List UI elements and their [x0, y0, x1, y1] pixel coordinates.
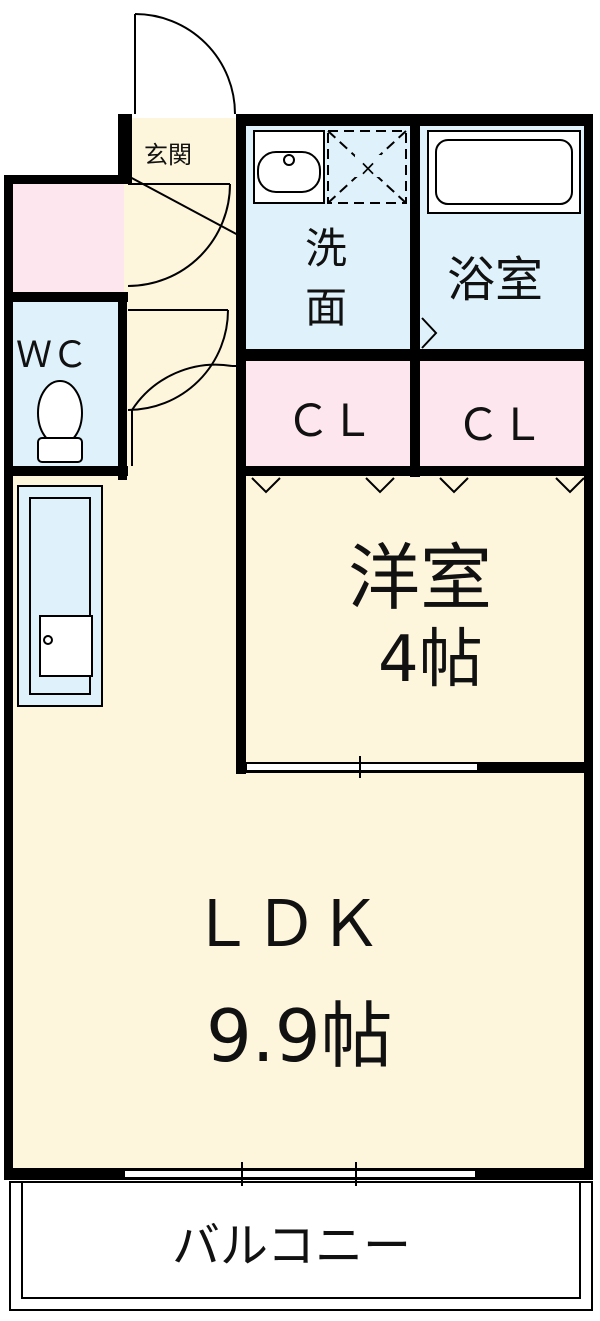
closet2-label: ＣＬ — [456, 400, 544, 451]
balcony-outline — [9, 1181, 593, 1311]
hall-door — [131, 363, 236, 466]
front-door — [134, 13, 236, 115]
bathtub — [427, 130, 581, 214]
washroom-label-line1: 洗 — [305, 224, 348, 273]
toilet-label: ＷＣ — [16, 335, 89, 376]
toilet-door — [127, 309, 229, 411]
washroom-label-line2: 面 — [305, 283, 348, 332]
closet1-floor — [243, 358, 413, 469]
ldk-size: 9.9帖 — [206, 994, 393, 1078]
western-room-size: 4帖 — [378, 623, 483, 697]
western-room-label: 洋室 — [348, 536, 493, 620]
closet1-label: ＣＬ — [286, 396, 374, 447]
bathroom-door-mark — [421, 317, 438, 349]
entrance-step — [127, 175, 241, 237]
storage-floor — [10, 183, 124, 295]
closet2-floor — [418, 358, 588, 469]
toilet-fixture — [37, 380, 83, 463]
kitchen-counter — [17, 485, 103, 707]
balcony-label: バルコニー — [172, 1218, 412, 1274]
svg-text:×: × — [360, 156, 377, 180]
closet-doors — [250, 470, 585, 494]
western-room-sliding-door — [245, 756, 479, 778]
ldk-label: ＬＤＫ — [190, 888, 382, 962]
western-room-floor — [243, 470, 588, 767]
entrance-hall-floor — [124, 118, 242, 474]
bathroom-label: 浴室 — [447, 252, 544, 308]
entrance-label: 玄関 — [144, 141, 192, 169]
washbasin — [253, 130, 325, 204]
